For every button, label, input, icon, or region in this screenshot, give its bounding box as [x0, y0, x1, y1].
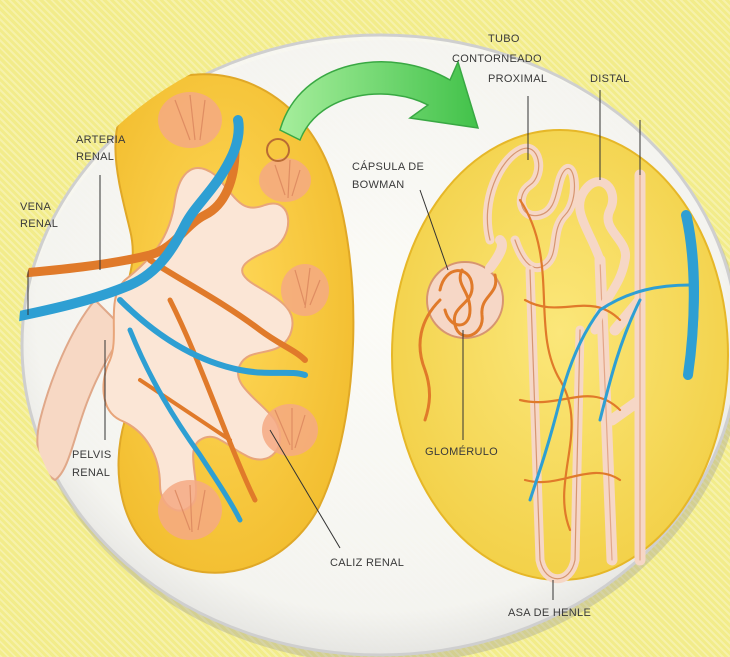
label-pelvis-renal-line1: PELVIS [72, 449, 112, 461]
label-tubo-proximal-line2: CONTORNEADO [452, 53, 542, 65]
label-arteria-renal-line1: ARTERIA [76, 134, 126, 146]
nephron-zoom-circle [392, 130, 728, 580]
label-tubo-proximal-line3: PROXIMAL [488, 73, 547, 85]
label-capsula-bowman-line2: BOWMAN [352, 179, 405, 191]
label-asa-henle: ASA DE HENLE [508, 607, 591, 619]
label-glomerulo: GLOMÉRULO [425, 445, 498, 458]
label-pelvis-renal-line2: RENAL [72, 467, 110, 479]
label-arteria-renal-line2: RENAL [76, 151, 114, 163]
label-capsula-bowman-line1: CÁPSULA DE [352, 160, 424, 173]
label-tubo-proximal-line1: TUBO [488, 33, 520, 45]
label-tubo-distal: DISTAL [590, 73, 630, 85]
label-vena-renal-line1: VENA [20, 201, 52, 213]
label-vena-renal-line2: RENAL [20, 218, 58, 230]
label-caliz-renal: CALIZ RENAL [330, 557, 404, 569]
